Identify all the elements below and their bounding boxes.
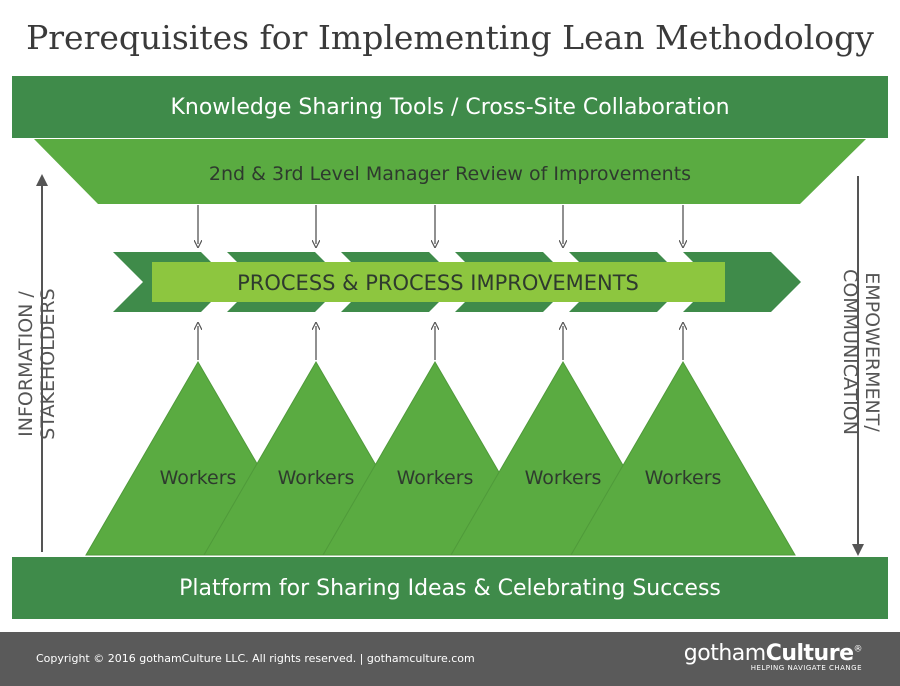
right-side-label-line1: EMPOWERMENT/ — [861, 272, 883, 432]
gothamculture-logo: gothamCulture® HELPING NAVIGATE CHANGE — [683, 641, 863, 672]
platform-sharing-label: Platform for Sharing Ideas & Celebrating… — [179, 575, 721, 601]
logo-prefix: gotham — [683, 641, 766, 666]
logo-registered-mark: ® — [853, 644, 863, 655]
up-arrows — [198, 326, 683, 360]
process-banner-label: PROCESS & PROCESS IMPROVEMENTS — [237, 271, 639, 295]
manager-review-label: 2nd & 3rd Level Manager Review of Improv… — [209, 163, 691, 185]
left-side-label-line1: INFORMATION / — [15, 291, 37, 437]
down-arrows — [198, 205, 683, 244]
footer-bar: Copyright © 2016 gothamCulture LLC. All … — [0, 632, 900, 686]
worker-label-4: Workers — [525, 467, 602, 489]
right-side-label-line2: COMMUNICATION — [839, 269, 861, 435]
worker-triangles: Workers Workers Workers Workers Workers — [85, 361, 796, 556]
worker-triangle-5 — [570, 361, 796, 556]
left-side-label-line2: STAKEHOLDERS — [37, 288, 59, 439]
process-banner-box — [152, 262, 725, 302]
logo-bold: Culture — [765, 641, 854, 666]
manager-review-trapezoid — [34, 139, 866, 204]
copyright-text: Copyright © 2016 gothamCulture LLC. All … — [36, 652, 475, 665]
worker-label-1: Workers — [160, 467, 237, 489]
platform-sharing-band: Platform for Sharing Ideas & Celebrating… — [12, 557, 888, 619]
logo-tagline: HELPING NAVIGATE CHANGE — [750, 664, 862, 672]
worker-label-3: Workers — [397, 467, 474, 489]
page-title: Prerequisites for Implementing Lean Meth… — [26, 18, 874, 57]
knowledge-sharing-label: Knowledge Sharing Tools / Cross-Site Col… — [170, 94, 730, 120]
knowledge-sharing-band: Knowledge Sharing Tools / Cross-Site Col… — [12, 76, 888, 138]
worker-label-5: Workers — [645, 467, 722, 489]
worker-label-2: Workers — [278, 467, 355, 489]
